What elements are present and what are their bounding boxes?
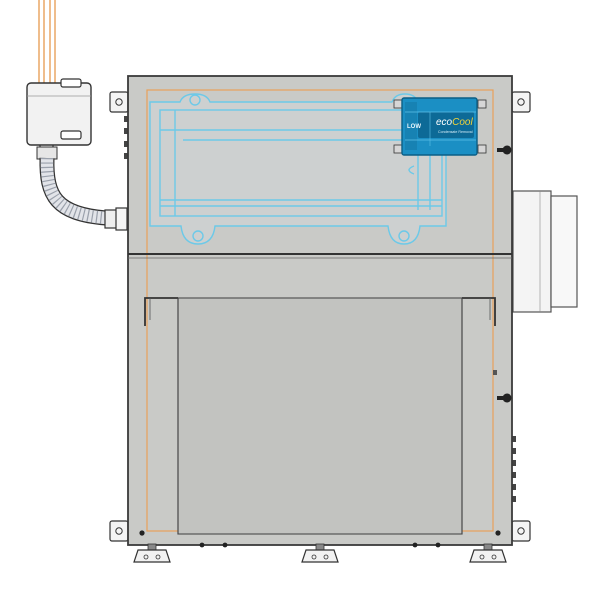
foot-left bbox=[133, 543, 171, 563]
flexible-conduit bbox=[39, 157, 128, 231]
side-duct bbox=[512, 190, 578, 313]
mounting-tabs bbox=[109, 91, 531, 542]
right-latches bbox=[493, 145, 512, 403]
bottom-screws bbox=[139, 530, 501, 548]
right-knockouts bbox=[511, 436, 516, 502]
brand-logo: LOW ecoCool Condensate Removal bbox=[401, 97, 478, 156]
logo-brand-text: ecoCool bbox=[436, 117, 473, 128]
junction-box bbox=[26, 78, 92, 160]
power-wires bbox=[38, 0, 56, 84]
foot-center bbox=[301, 543, 339, 563]
internal-components-ghost bbox=[149, 93, 447, 245]
left-knockouts bbox=[124, 116, 129, 159]
cabinet-feet bbox=[133, 543, 507, 563]
logo-side-text: LOW bbox=[407, 124, 421, 130]
foot-right bbox=[469, 543, 507, 563]
logo-tagline-text: Condensate Removal bbox=[438, 130, 473, 134]
access-door bbox=[144, 297, 496, 535]
section-divider bbox=[128, 253, 512, 259]
